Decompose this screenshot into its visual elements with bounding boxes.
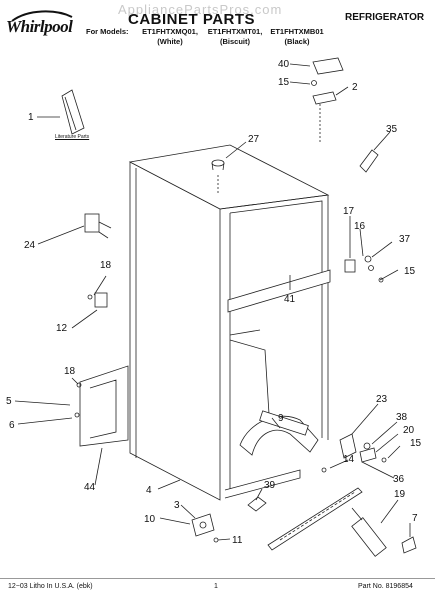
kick-rail-icon (267, 487, 363, 551)
callout-15b: 15 (404, 266, 416, 277)
hinge-24-icon (37, 213, 112, 245)
callout-44: 44 (84, 482, 96, 493)
callout-41: 41 (284, 294, 296, 305)
callout-15c: 15 (410, 438, 422, 449)
plug-icon (211, 141, 247, 195)
callout-5: 5 (6, 396, 12, 407)
model-number: ET1FHTXMB01 (270, 27, 324, 36)
callout-10: 10 (144, 514, 156, 525)
footer-part-number: Part No. 8196854 (358, 583, 413, 590)
literature-parts-icon (37, 89, 85, 135)
roller-assembly-icon (159, 504, 231, 543)
right-bracket-icon (344, 216, 399, 283)
callout-14: 14 (343, 454, 355, 465)
callout-23: 23 (376, 394, 388, 405)
callout-4: 4 (146, 485, 152, 496)
callout-35: 35 (386, 124, 398, 135)
lower-bracket-icon (339, 403, 401, 479)
callout-6: 6 (9, 420, 15, 431)
top-hinge-icon (289, 57, 349, 142)
brand-logo: Whirlpool (6, 9, 76, 43)
callout-36: 36 (393, 474, 405, 485)
page-title: CABINET PARTS (128, 11, 256, 28)
callout-1: 1 (28, 112, 34, 123)
callout-39: 39 (264, 480, 276, 491)
brand-swoosh-icon (11, 10, 73, 22)
callout-3: 3 (174, 500, 180, 511)
callout-9: 9 (278, 413, 284, 424)
watermark: AppliancePartsPros.com (118, 2, 283, 17)
bracket-35-icon (359, 131, 391, 173)
model-variant: (White) (157, 37, 183, 46)
callout-12: 12 (56, 323, 68, 334)
callout-38: 38 (396, 412, 408, 423)
left-bracket-12-icon (71, 275, 108, 329)
filter-cartridge-icon (351, 499, 417, 557)
callout-20: 20 (403, 425, 415, 436)
callout-17: 17 (343, 206, 355, 217)
model-variant: (Black) (284, 37, 310, 46)
cabinet-body (128, 144, 331, 501)
left-bracket-44-icon (14, 365, 129, 486)
callout-40: 40 (278, 59, 290, 70)
footer-page-number: 1 (214, 583, 218, 590)
callout-37: 37 (399, 234, 411, 245)
footer-print-info: 12−03 Litho In U.S.A. (ebk) (8, 583, 93, 590)
model-number: ET1FHTXMT01, (207, 27, 263, 36)
clip-39-icon (247, 488, 267, 512)
callout-18b: 18 (64, 366, 76, 377)
category-label: REFRIGERATOR (345, 12, 425, 23)
callout-2: 2 (352, 82, 358, 93)
callout-16: 16 (354, 221, 366, 232)
models-prefix: For Models: (86, 27, 129, 36)
literature-parts-label: Literature Parts (55, 134, 90, 140)
model-variant: (Biscuit) (220, 37, 250, 46)
brand-name: Whirlpool (6, 17, 73, 36)
callout-19: 19 (394, 489, 406, 500)
callout-27: 27 (248, 134, 260, 145)
callout-11: 11 (232, 535, 243, 546)
callout-18a: 18 (100, 260, 112, 271)
model-number: ET1FHTXMQ01, (142, 27, 198, 36)
callout-24: 24 (24, 240, 36, 251)
footer-rule (0, 578, 435, 579)
callout-7: 7 (412, 513, 418, 524)
callout-15a: 15 (278, 77, 290, 88)
drain-tube-icon (239, 410, 349, 473)
